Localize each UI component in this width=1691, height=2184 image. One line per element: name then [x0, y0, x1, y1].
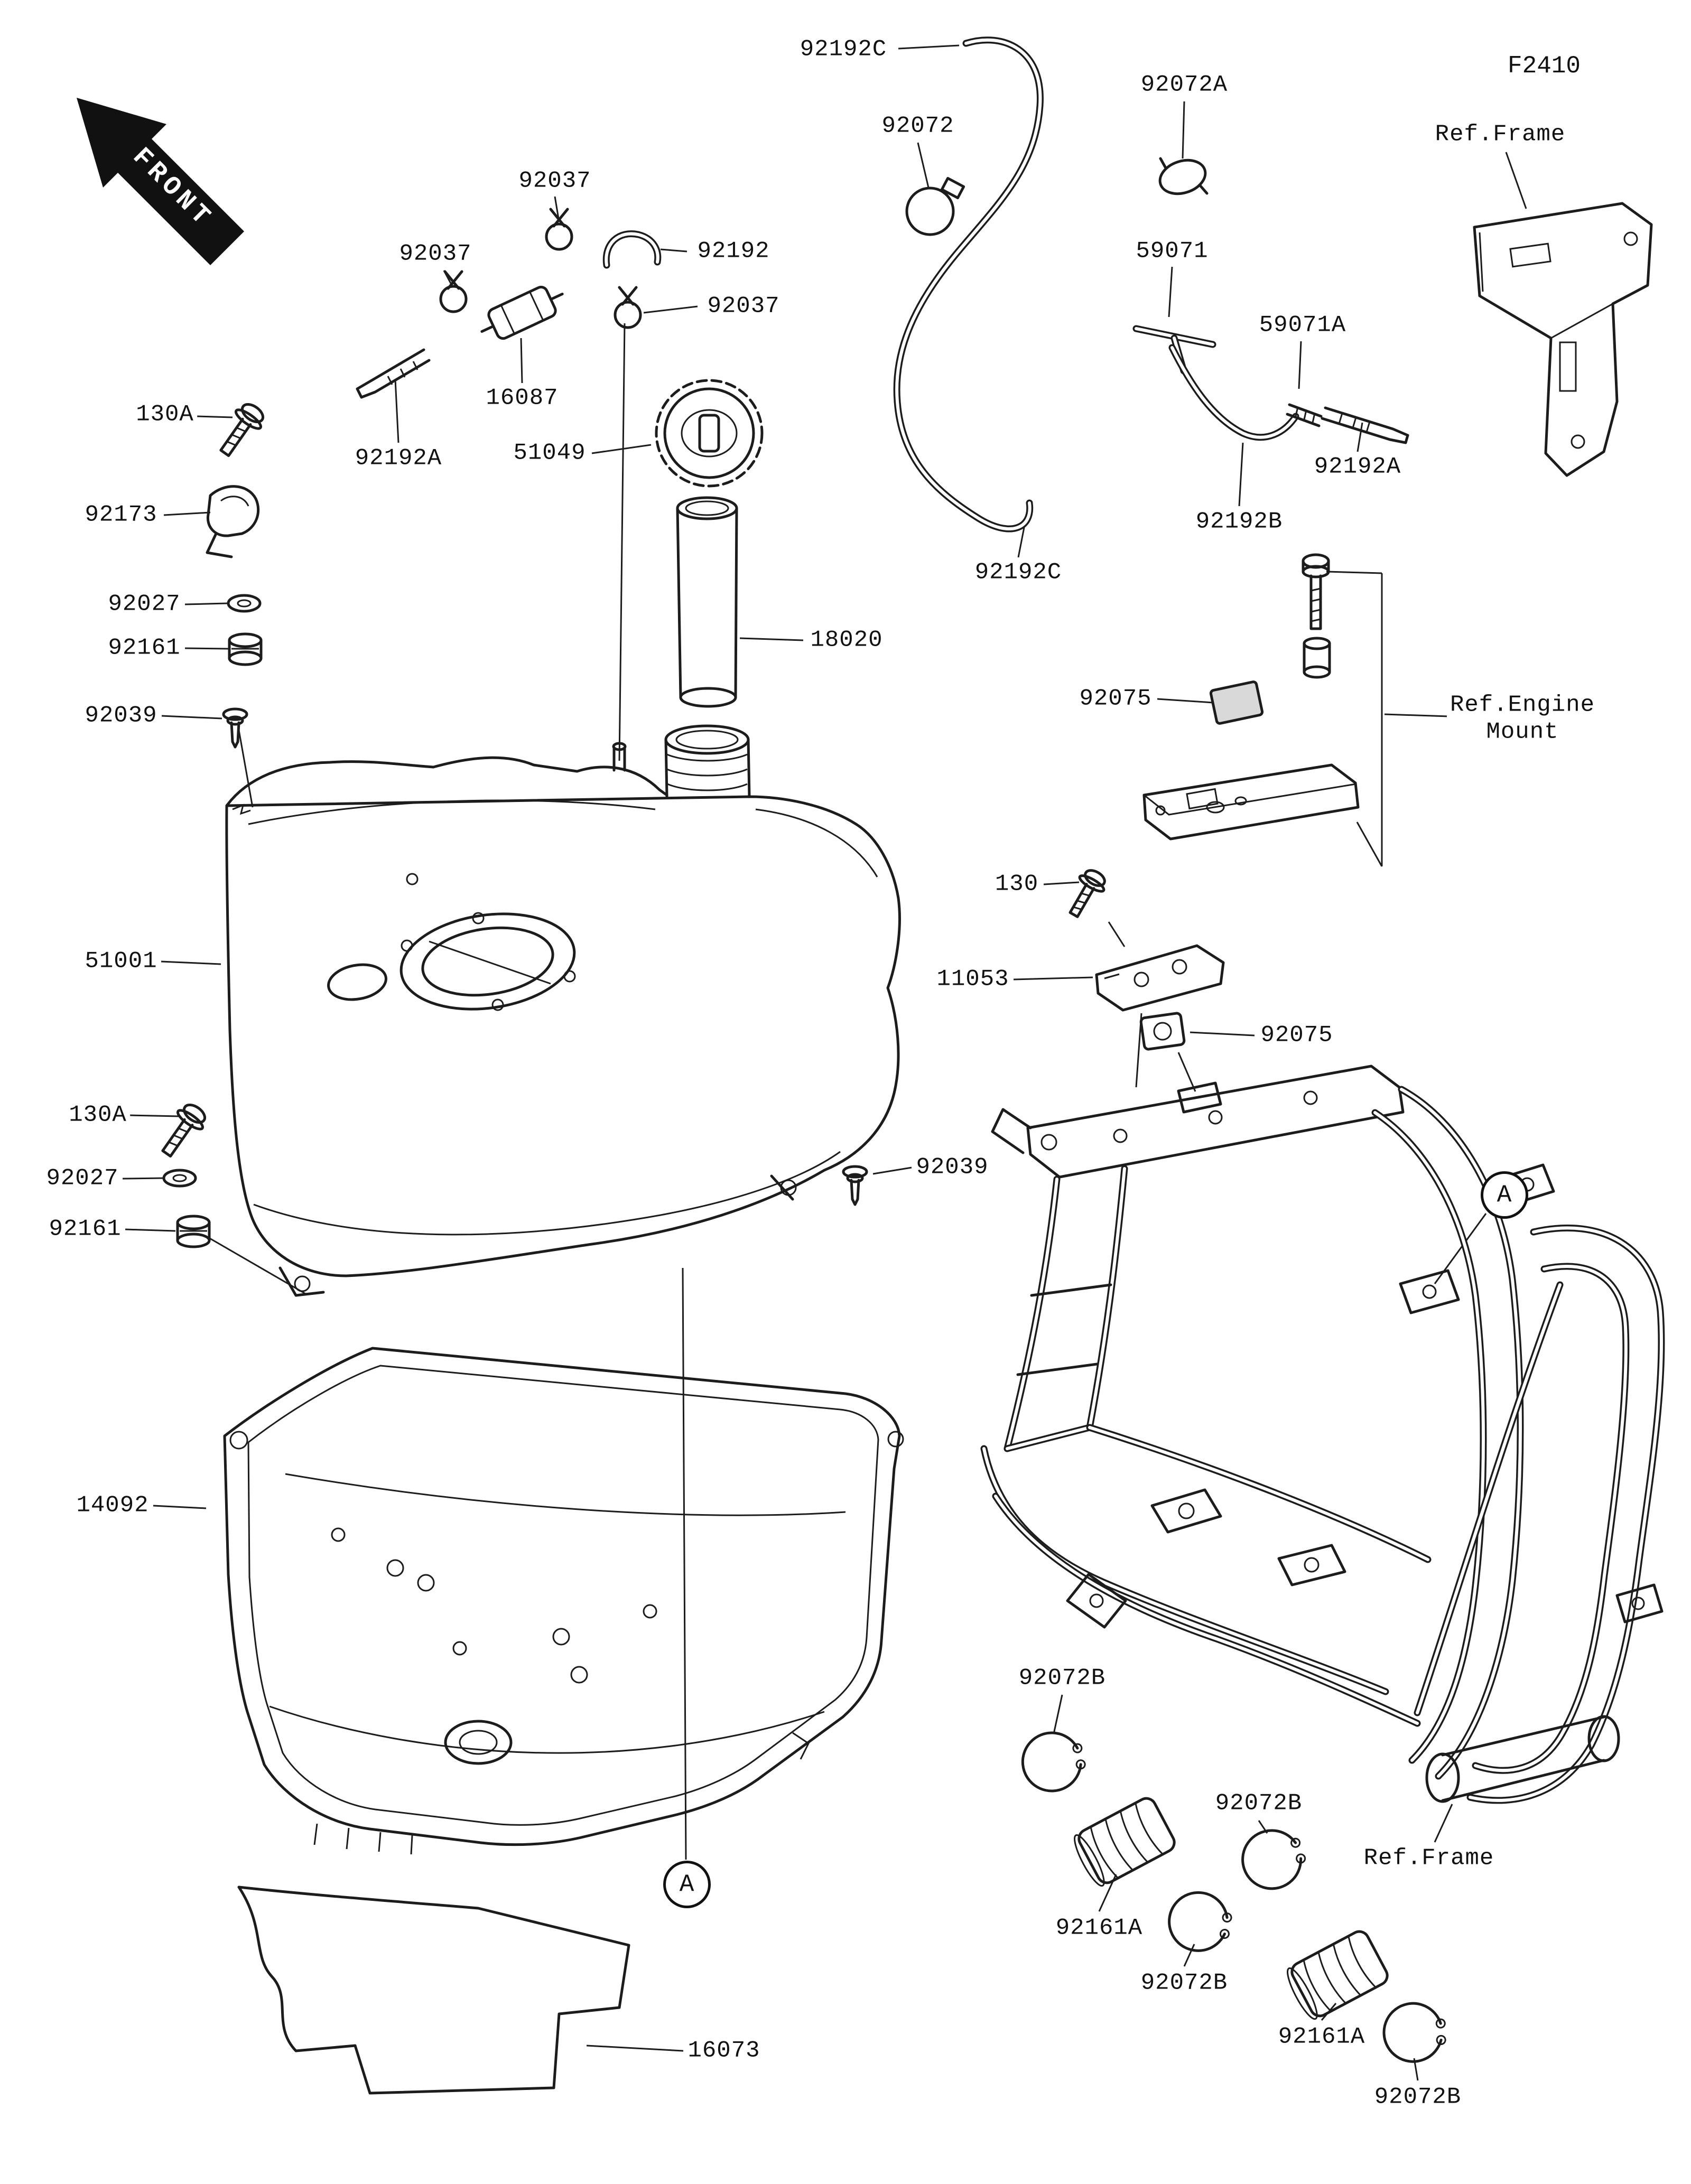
- grommet-92161-bottom: [176, 1215, 211, 1248]
- part-label-92072b: 92072B: [1015, 1665, 1109, 1692]
- part-label-14092: 14092: [73, 1492, 152, 1519]
- hose-92192: [606, 234, 658, 265]
- part-label-18020: 18020: [807, 627, 886, 654]
- engine-mount-bar: [1142, 763, 1360, 841]
- part-label-16073: 16073: [684, 2037, 764, 2065]
- figure-code: F2410: [1504, 52, 1584, 80]
- grommet-92161-top: [228, 632, 263, 666]
- part-label-92173: 92173: [81, 501, 161, 529]
- part-label-92075: 92075: [1076, 685, 1155, 713]
- hose-clamp-92072: [905, 176, 965, 236]
- engine-mount-bolt: [1302, 553, 1330, 630]
- tank-tray-14092: [223, 1347, 904, 1855]
- part-label-92072: 92072: [878, 113, 958, 140]
- part-label-11053: 11053: [933, 966, 1012, 993]
- part-label-92027: 92027: [43, 1165, 122, 1192]
- snap-ring-92072b-1: [1021, 1731, 1086, 1793]
- nut-92075: [1139, 1012, 1186, 1051]
- snap-ring-92072b-4: [1382, 2002, 1446, 2063]
- part-label-92072a: 92072A: [1137, 71, 1231, 99]
- engine-mount-spacer: [1303, 637, 1331, 679]
- pin-92039-top: [222, 707, 248, 749]
- pipe-92192a-right: [1321, 406, 1409, 444]
- hose-clamp-92037-a: [545, 208, 573, 251]
- pipe-92192a-left: [356, 348, 431, 399]
- filler-tube-18020: [676, 496, 738, 708]
- pad-92075: [1209, 680, 1264, 725]
- bracket-11053: [1095, 944, 1225, 1012]
- bolt-130a-bottom: [161, 1103, 207, 1158]
- part-label-92161a: 92161A: [1275, 2023, 1369, 2051]
- part-label-92072b: 92072B: [1212, 1790, 1306, 1817]
- part-label-92075: 92075: [1257, 1022, 1336, 1049]
- pin-92039-right: [842, 1165, 868, 1206]
- part-label-92161: 92161: [45, 1216, 125, 1243]
- part-label-92039: 92039: [913, 1154, 992, 1181]
- part-label-a: A: [663, 1861, 711, 1908]
- part-label-92037: 92037: [704, 293, 783, 320]
- snap-ring-92072b-2: [1168, 1891, 1232, 1952]
- part-label-59071: 59071: [1132, 238, 1212, 265]
- part-label-a: A: [1481, 1171, 1528, 1219]
- boot-92161a-1: [1074, 1797, 1176, 1887]
- part-label-92192a: 92192A: [1311, 453, 1405, 481]
- part-label-51001: 51001: [81, 948, 161, 975]
- hose-clamp-92037-b: [439, 270, 468, 313]
- washer-92027-top: [227, 594, 262, 613]
- bracket-92173: [206, 485, 260, 558]
- part-label-130a: 130A: [133, 401, 197, 428]
- front-arrow-icon: FRONT: [77, 98, 244, 265]
- part-label-92039: 92039: [81, 702, 161, 730]
- part-label-16087: 16087: [482, 385, 562, 412]
- bolt-130a-top: [219, 403, 265, 458]
- part-label-51049: 51049: [510, 440, 589, 467]
- part-label-ref-frame: Ref.Frame: [1432, 121, 1569, 148]
- part-label-130a: 130A: [66, 1102, 130, 1129]
- part-label-92192a: 92192A: [351, 445, 445, 472]
- part-label-92161: 92161: [105, 634, 184, 662]
- part-label-ref-frame: Ref.Frame: [1360, 1845, 1498, 1872]
- hose-clamp-92072a: [1158, 157, 1209, 195]
- leader-lines: [122, 44, 1527, 2081]
- part-label-92072b: 92072B: [1137, 1970, 1231, 1997]
- frame-bracket-ref-frame-top: [1473, 202, 1653, 477]
- fuel-hose-92192b: [1172, 348, 1296, 437]
- part-label-92192c: 92192C: [971, 559, 1065, 586]
- part-label-92192b: 92192B: [1192, 508, 1286, 536]
- tank-mat-16073: [237, 1886, 630, 2095]
- joint-pipe-59071a: [1286, 403, 1323, 427]
- fuel-tank-51001: [225, 724, 901, 1297]
- part-label-130: 130: [991, 871, 1042, 898]
- fuel-filter-16087: [480, 285, 564, 340]
- bolt-130: [1069, 869, 1106, 918]
- frame-assembly: [984, 1065, 1662, 1802]
- boot-92161a-2: [1287, 1930, 1389, 2020]
- part-label-92037: 92037: [515, 167, 594, 195]
- part-label-ref-engine-mount: Ref.Engine Mount: [1446, 692, 1599, 745]
- part-label-59071a: 59071A: [1256, 312, 1350, 339]
- part-label-92037: 92037: [396, 240, 475, 268]
- hose-clamp-92037-c: [614, 286, 642, 329]
- part-label-92027: 92027: [105, 591, 184, 618]
- part-label-92161a: 92161A: [1052, 1915, 1146, 1942]
- washer-92027-bottom: [162, 1169, 197, 1188]
- fuel-cap-51049: [655, 379, 764, 488]
- part-label-92192: 92192: [694, 238, 773, 265]
- part-label-92072b: 92072B: [1371, 2084, 1465, 2111]
- part-label-92192c: 92192C: [796, 36, 890, 63]
- snap-ring-92072b-3: [1241, 1829, 1306, 1890]
